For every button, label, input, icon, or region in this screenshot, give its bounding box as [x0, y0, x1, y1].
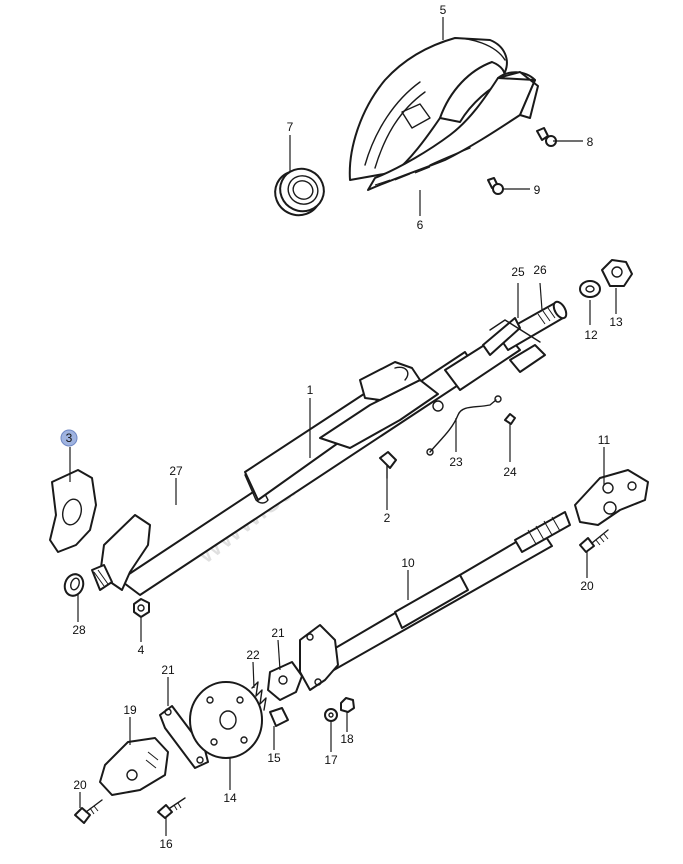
column-top-bracket-part	[482, 317, 546, 373]
cover-screw-8-part	[536, 127, 557, 147]
callout-22: 22	[246, 648, 260, 662]
callout-20-upper: 20	[580, 579, 594, 593]
callout-20-lower: 20	[73, 778, 87, 792]
callout-2: 2	[384, 511, 391, 525]
column-upper-cover-part	[348, 37, 508, 181]
column-washer-part	[63, 573, 85, 597]
callout-28: 28	[72, 623, 86, 637]
callout-19: 19	[123, 703, 137, 717]
intermediate-shaft-part	[299, 511, 571, 691]
callout-23: 23	[449, 455, 463, 469]
callout-9: 9	[534, 183, 541, 197]
lower-pinch-bolt-part	[157, 797, 186, 819]
steering-shaft-washer-part	[579, 280, 601, 298]
coupling-bushing-part	[269, 707, 289, 727]
coupling-disc-part	[189, 681, 263, 759]
lower-coupling-bolt-part	[74, 799, 103, 824]
callout-25: 25	[511, 265, 525, 279]
column-boot-seal-part	[274, 167, 325, 217]
column-lower-cover-part	[367, 71, 539, 191]
callout-7: 7	[287, 120, 294, 134]
flange-nut-part	[340, 697, 355, 713]
callout-3: 3	[66, 431, 73, 445]
callout-24: 24	[503, 465, 517, 479]
callout-4: 4	[138, 643, 145, 657]
callout-13: 13	[609, 315, 623, 329]
callout-3-highlight	[60, 429, 78, 447]
callout-1: 1	[307, 383, 314, 397]
callout-leader-lines	[69, 17, 617, 836]
callout-8: 8	[587, 135, 594, 149]
cover-screw-9-part	[487, 177, 504, 195]
callout-16: 16	[159, 837, 173, 851]
callout-21-lower: 21	[161, 663, 175, 677]
callout-5: 5	[440, 3, 447, 17]
steering-shaft-nut-part	[601, 259, 633, 287]
harness-screw-part	[504, 413, 516, 425]
callout-18: 18	[340, 732, 354, 746]
joint-bolt-upper-part	[579, 529, 609, 553]
callout-10: 10	[401, 556, 415, 570]
callout-11: 11	[598, 433, 611, 447]
joint-flange-part	[267, 661, 303, 701]
callout-6: 6	[417, 218, 424, 232]
callout-26: 26	[533, 263, 547, 277]
callout-21-upper: 21	[271, 626, 285, 640]
callout-17: 17	[324, 753, 338, 767]
column-mounting-bolt-part	[379, 451, 397, 479]
column-mounting-nut-part	[133, 598, 150, 618]
callout-14: 14	[223, 791, 237, 805]
universal-joint-part	[574, 469, 649, 526]
callout-numbers: 5 7 8 9 6 25 26 12 13 1 3 27 23 24 2 11 …	[66, 3, 623, 851]
coupling-spring-part	[251, 681, 267, 711]
coupling-lower-flange-part	[99, 737, 169, 796]
column-wire-harness-part	[426, 395, 502, 456]
column-lower-bracket-part	[91, 514, 151, 591]
column-hole-cover-plate-part	[49, 469, 97, 553]
column-upper-bracket-part	[319, 361, 444, 449]
callout-12: 12	[584, 328, 598, 342]
joint-gasket-plate-part	[159, 705, 209, 769]
flange-washer-part	[324, 708, 338, 722]
callout-27: 27	[169, 464, 183, 478]
callout-15: 15	[267, 751, 281, 765]
